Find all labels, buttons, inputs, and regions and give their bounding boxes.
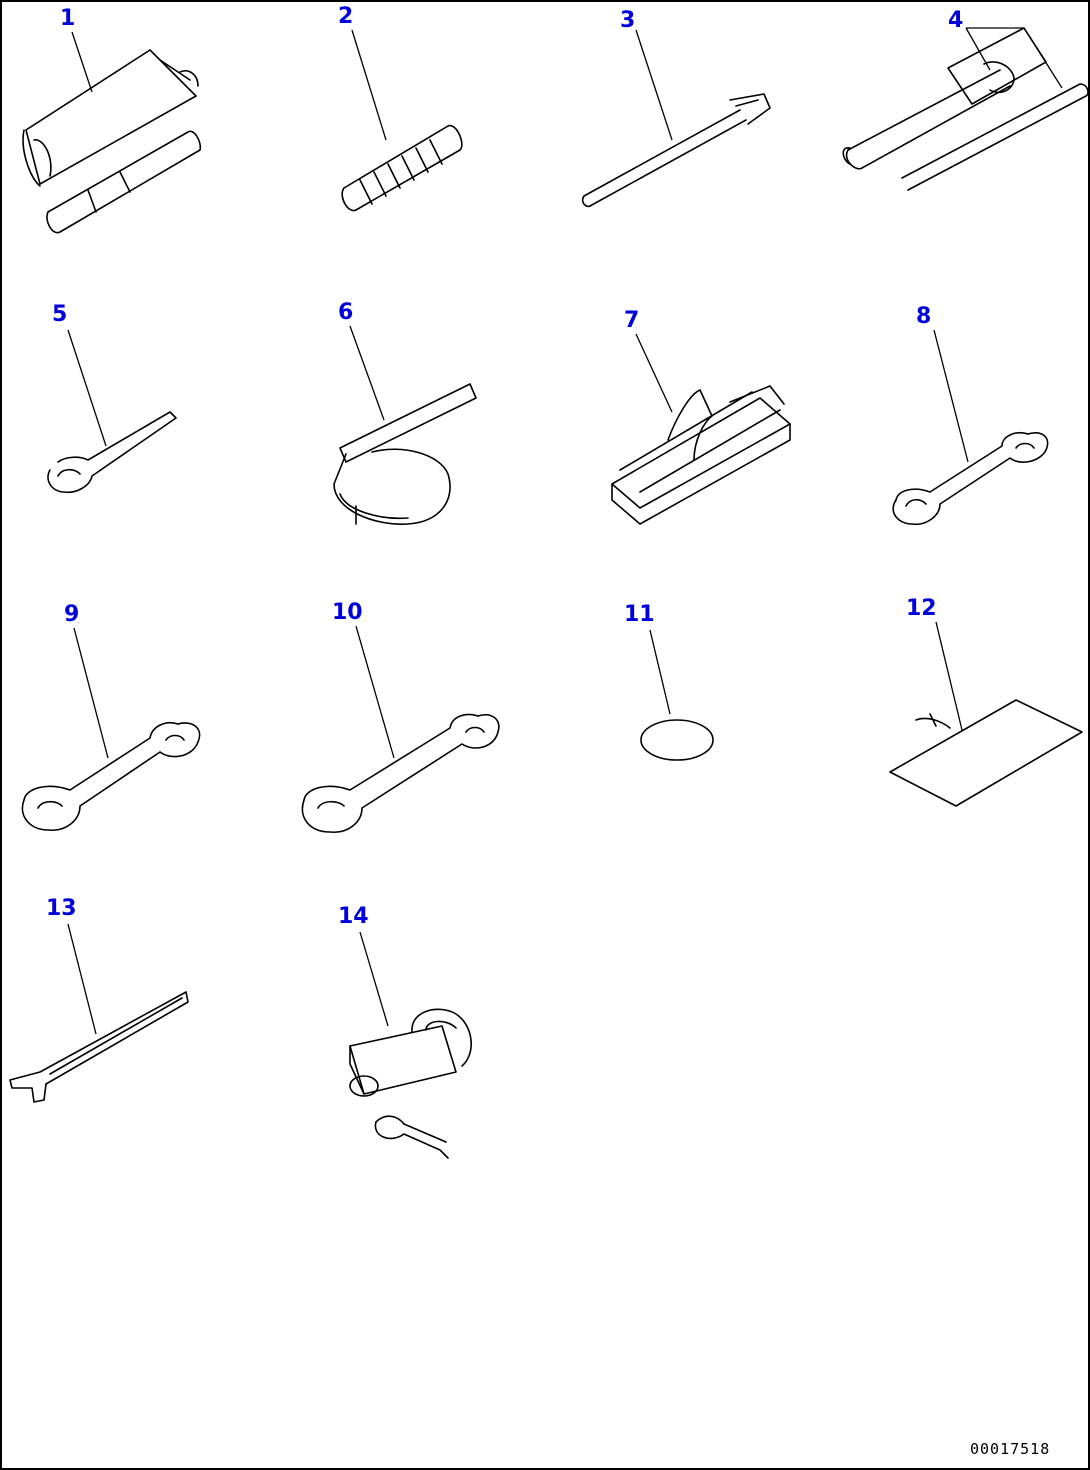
o-ring-icon bbox=[640, 719, 714, 761]
callout-5: 5 bbox=[52, 302, 68, 327]
callout-11: 11 bbox=[624, 602, 655, 627]
open-end-wrench-icon bbox=[47, 411, 177, 494]
callout-6: 6 bbox=[338, 300, 354, 325]
tool-case-icon bbox=[611, 385, 791, 525]
double-open-wrench-icon bbox=[892, 431, 1049, 526]
socket-wrench-set-icon bbox=[22, 49, 202, 234]
drawing-id: 00017518 bbox=[970, 1440, 1051, 1458]
long-wrench-icon bbox=[9, 991, 189, 1103]
padlock-key-icon bbox=[349, 1008, 472, 1159]
coil-spring-icon bbox=[341, 124, 463, 212]
callout-2: 2 bbox=[338, 4, 354, 29]
extension-bar-icon bbox=[581, 93, 771, 208]
callout-1: 1 bbox=[60, 6, 76, 31]
callout-4: 4 bbox=[948, 8, 964, 33]
double-open-wrench-icon bbox=[21, 722, 201, 831]
callout-3: 3 bbox=[620, 8, 636, 33]
filter-strap-wrench-icon bbox=[333, 383, 477, 525]
socket-handle-set-icon bbox=[842, 27, 1089, 191]
callout-12: 12 bbox=[906, 596, 937, 621]
callout-14: 14 bbox=[338, 904, 369, 929]
leader-lines bbox=[67, 27, 1063, 1035]
callout-10: 10 bbox=[332, 600, 363, 625]
callout-7: 7 bbox=[624, 308, 640, 333]
callout-8: 8 bbox=[916, 304, 932, 329]
tag-plate-icon bbox=[889, 699, 1083, 807]
callout-9: 9 bbox=[64, 602, 80, 627]
callout-13: 13 bbox=[46, 896, 77, 921]
double-open-wrench-icon bbox=[301, 713, 500, 833]
